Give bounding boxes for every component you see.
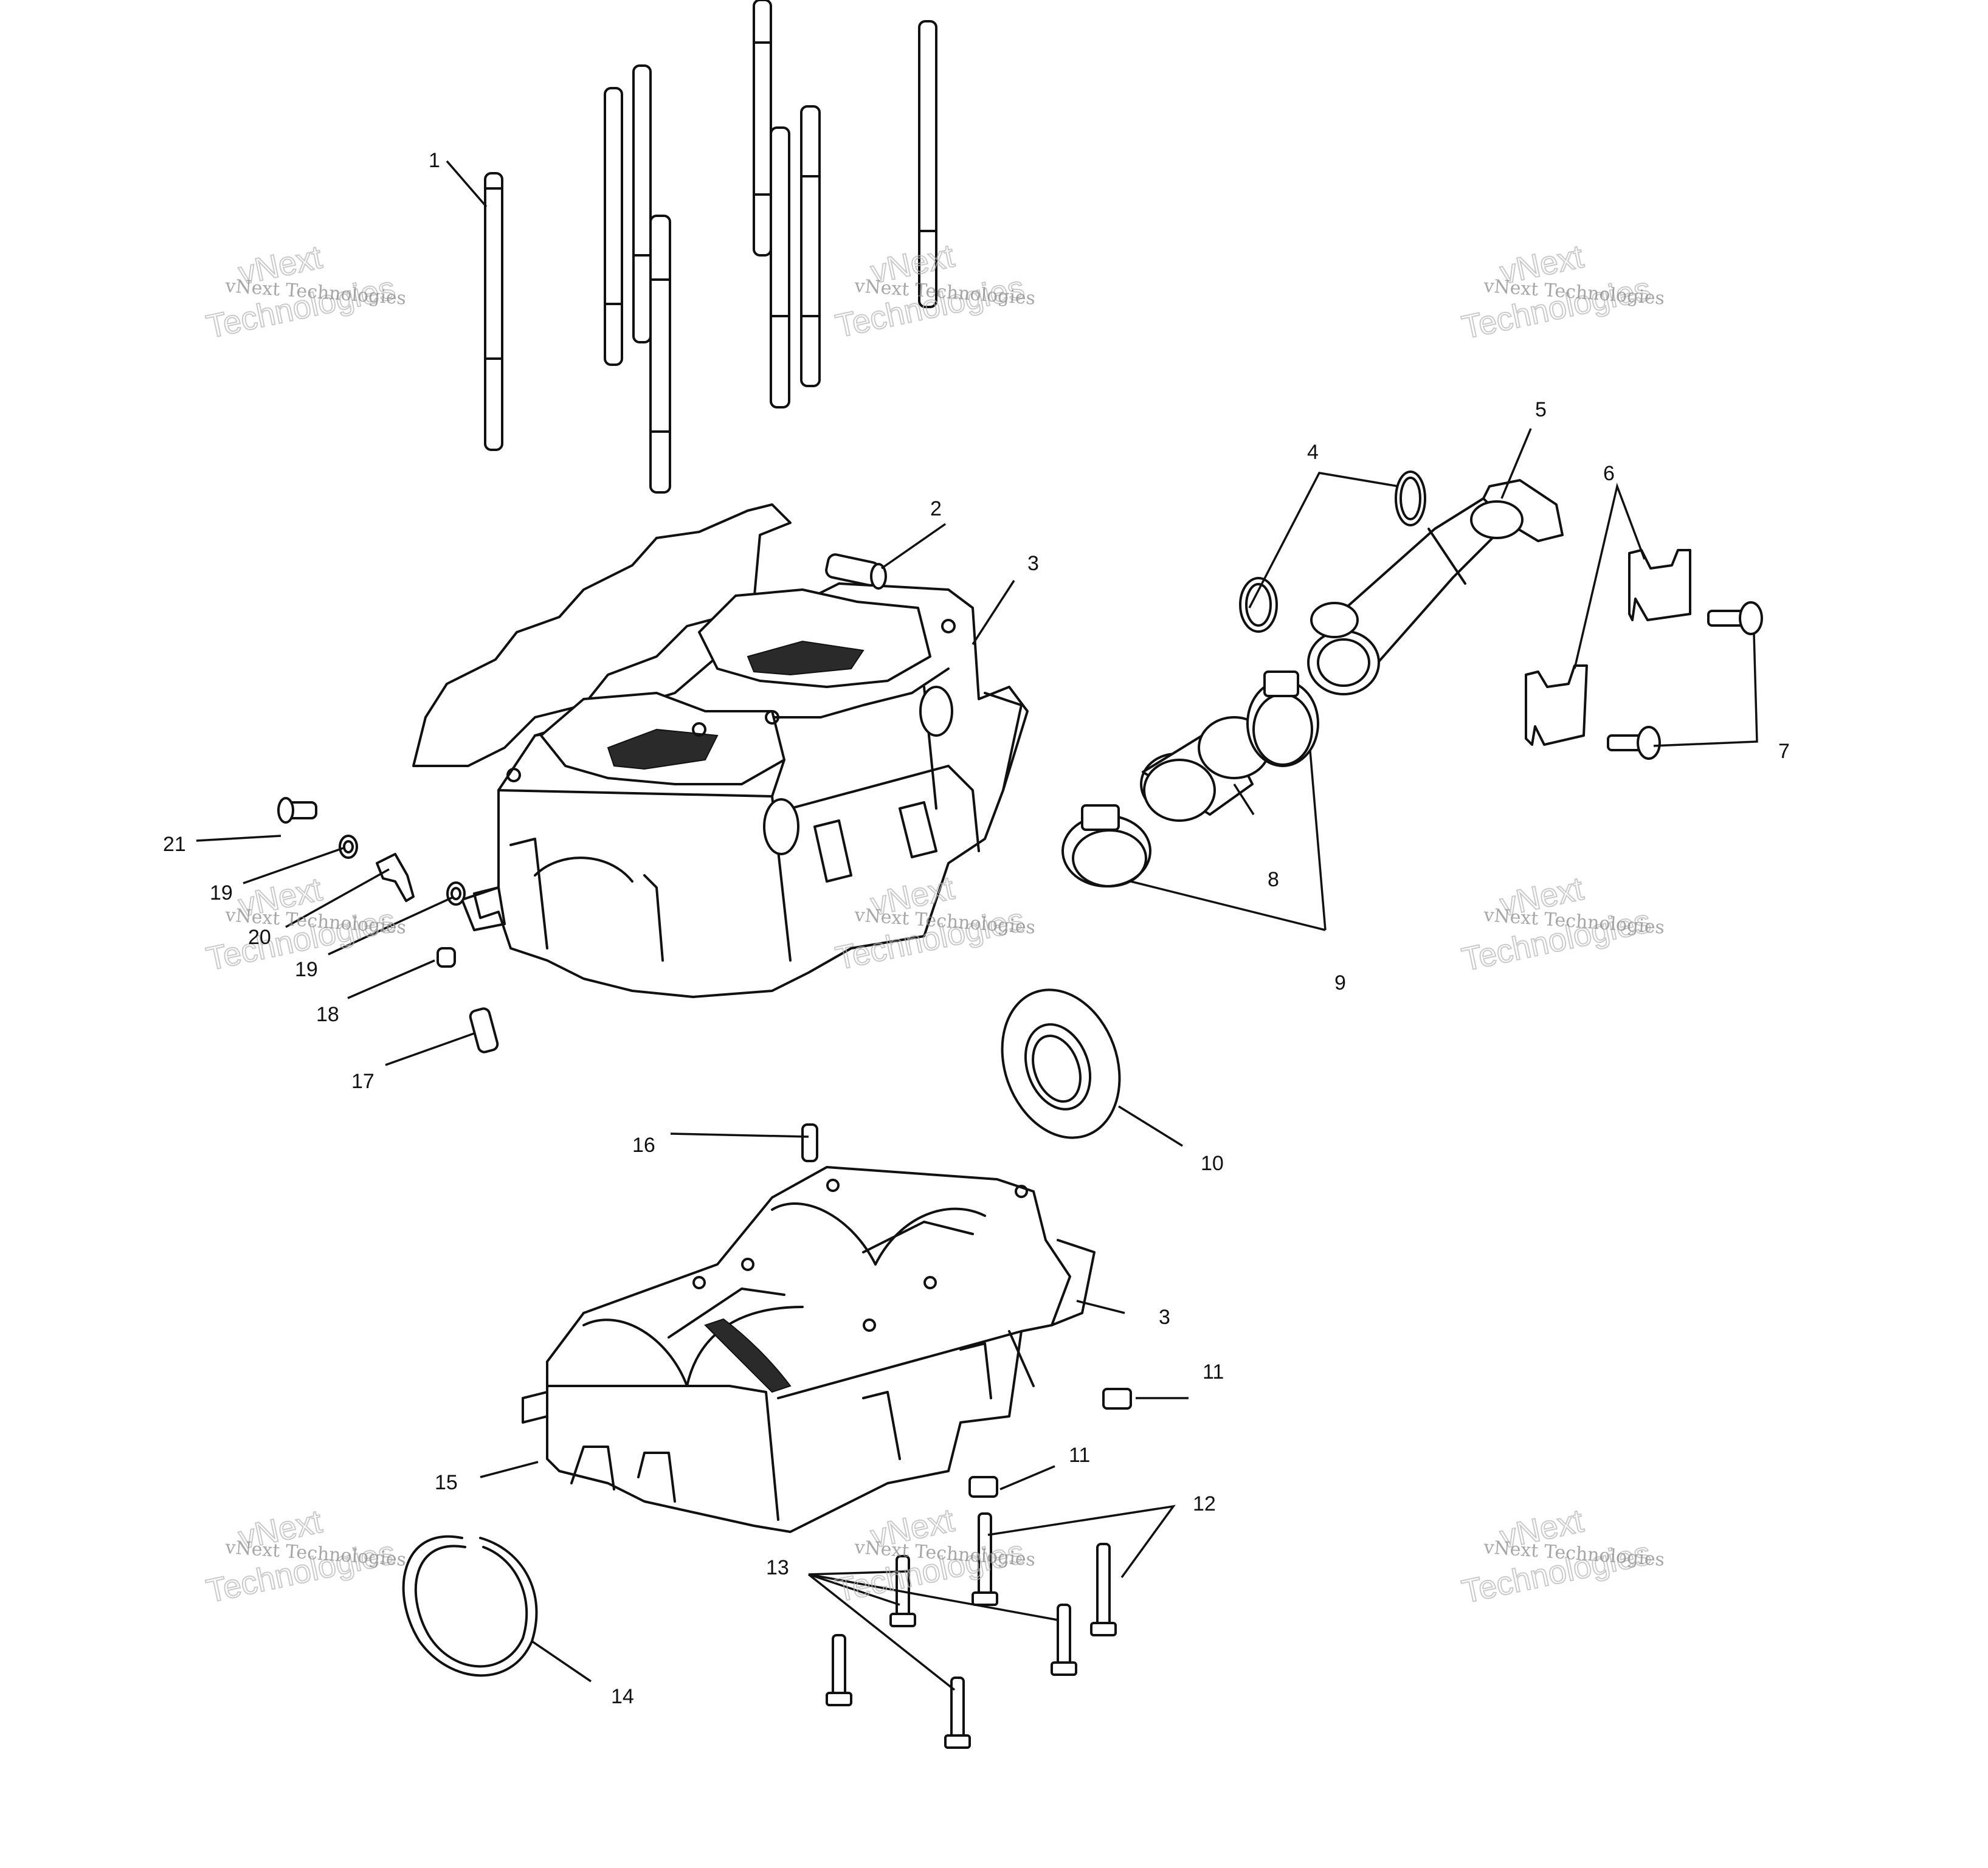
crank-seal-10: [1001, 988, 1121, 1139]
callout-18: 18: [316, 1003, 339, 1026]
callout-12: 12: [1193, 1492, 1216, 1515]
callout-3-lower: 3: [1159, 1306, 1170, 1329]
callout-4: 4: [1307, 441, 1319, 464]
lower-crankcase: [522, 1166, 1096, 1533]
callout-10: 10: [1201, 1152, 1224, 1175]
plugs-11: [968, 1388, 1132, 1498]
callout-21: 21: [163, 833, 186, 856]
callout-17: 17: [351, 1070, 374, 1093]
callout-5: 5: [1535, 398, 1547, 421]
intake-elbow-5: [1307, 479, 1564, 695]
callout-16: 16: [632, 1134, 655, 1157]
leader-lines: [196, 160, 1758, 1691]
callout-20: 20: [248, 926, 271, 949]
callout-3-upper: 3: [1027, 552, 1039, 575]
bolts-12-13: [826, 1512, 1117, 1749]
callout-19-lower: 19: [295, 958, 318, 981]
callout-11-upper: 11: [1203, 1360, 1224, 1384]
dowel-pin-2: [825, 553, 887, 590]
cylinder-studs: [484, 0, 937, 494]
callout-19-upper: 19: [210, 881, 233, 905]
callout-13: 13: [766, 1556, 789, 1579]
o-rings-4: [1239, 470, 1426, 633]
upper-crankcase: [412, 503, 1029, 998]
callout-15: 15: [435, 1471, 458, 1494]
snap-ring-14: [402, 1535, 538, 1677]
callout-1: 1: [429, 149, 440, 172]
callout-7: 7: [1778, 740, 1790, 763]
screws-7: [1607, 601, 1763, 760]
hose-clamps-9: [1061, 670, 1319, 887]
callout-11-lower: 11: [1069, 1444, 1090, 1467]
callout-6: 6: [1603, 462, 1615, 485]
brackets-6: [1525, 549, 1691, 746]
callout-8: 8: [1268, 868, 1279, 891]
dowel-pin-16: [801, 1123, 818, 1162]
callout-14: 14: [611, 1685, 634, 1708]
callout-labels: 1 2 3 3 4 5 6 7 8 9 10 11 11 12 13 14 15…: [163, 149, 1790, 1708]
callout-2: 2: [930, 497, 942, 520]
callout-9: 9: [1334, 971, 1346, 994]
small-fittings: [277, 797, 499, 1053]
